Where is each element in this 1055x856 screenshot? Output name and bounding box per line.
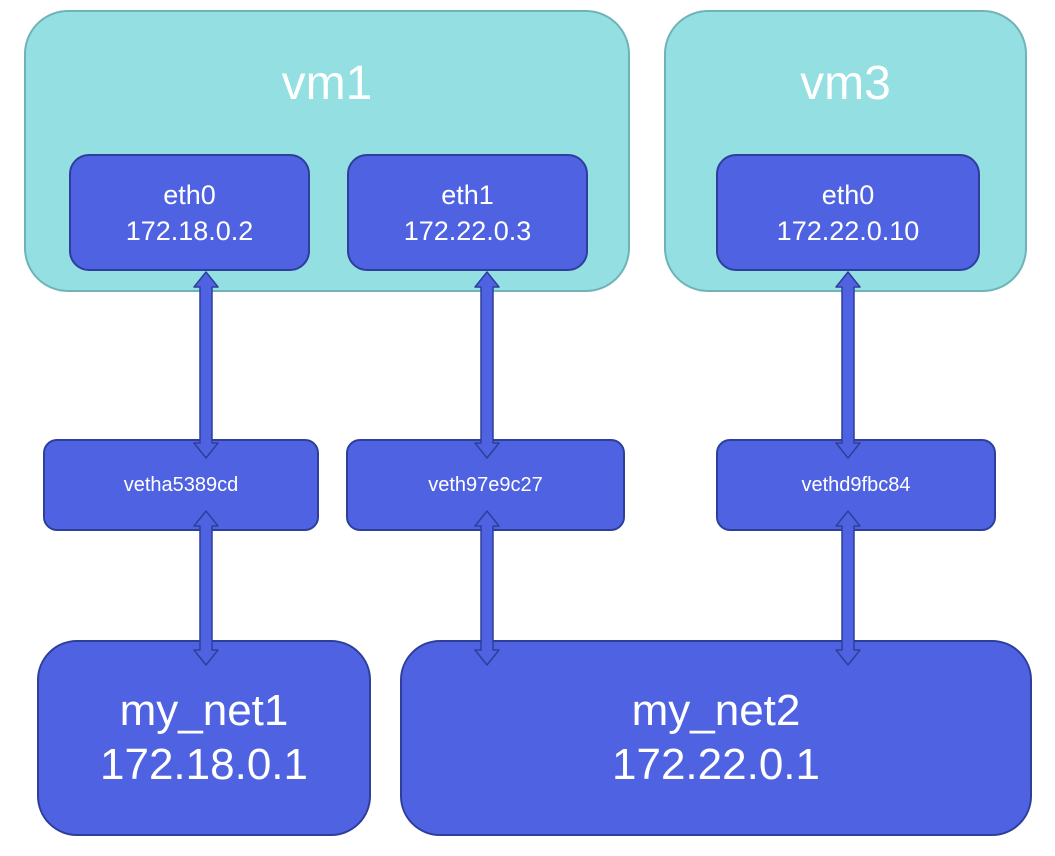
veth-97e9c27: veth97e9c27 xyxy=(346,439,625,531)
veth-label: veth97e9c27 xyxy=(428,473,543,496)
vm1-eth0-interface: eth0 172.18.0.2 xyxy=(69,154,310,271)
network-ip: 172.22.0.1 xyxy=(612,740,820,789)
veth-label: vetha5389cd xyxy=(123,473,239,496)
interface-name: eth1 xyxy=(441,179,494,210)
arrow-eth1-to-veth-b xyxy=(474,271,500,459)
veth-a5389cd: vetha5389cd xyxy=(43,439,319,531)
vm3-eth0-interface: eth0 172.22.0.10 xyxy=(716,154,980,271)
interface-ip: 172.18.0.2 xyxy=(125,215,254,246)
interface-ip: 172.22.0.3 xyxy=(403,215,532,246)
interface-ip: 172.22.0.10 xyxy=(776,215,920,246)
interface-name: eth0 xyxy=(163,179,216,210)
interface-name: eth0 xyxy=(821,179,875,210)
network-my-net1: my_net1 172.18.0.1 xyxy=(37,640,371,836)
vm1-eth1-interface: eth1 172.22.0.3 xyxy=(347,154,588,271)
veth-label: vethd9fbc84 xyxy=(801,473,911,496)
network-name: my_net1 xyxy=(119,686,289,735)
arrow-eth0-to-veth-a xyxy=(193,271,219,459)
vm3-title: vm3 xyxy=(800,57,891,110)
network-ip: 172.18.0.1 xyxy=(100,740,308,789)
arrow-vm3-eth0-to-veth-c xyxy=(835,271,861,459)
veth-d9fbc84: vethd9fbc84 xyxy=(716,439,996,531)
network-name: my_net2 xyxy=(631,686,801,735)
vm1-title: vm1 xyxy=(281,57,373,110)
network-my-net2: my_net2 172.22.0.1 xyxy=(400,640,1032,836)
